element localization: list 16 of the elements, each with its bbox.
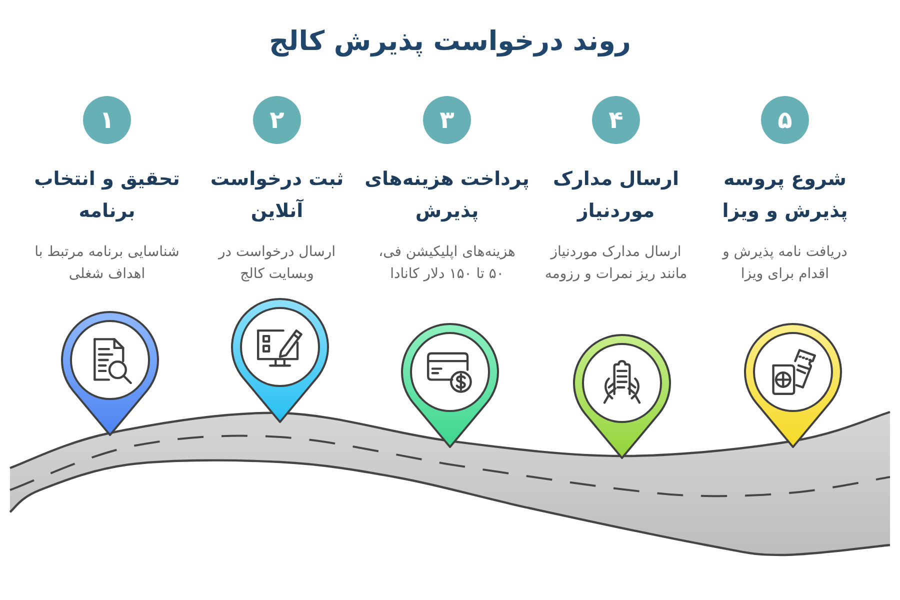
step-number: ۳: [423, 96, 471, 144]
step-number: ۲: [253, 96, 301, 144]
step-description: ارسال مدارک موردنیاز مانند ریز نمرات و رزومه: [544, 243, 688, 284]
step-number: ۱: [83, 96, 131, 144]
step-description: هزینه‌های اپلیکیشن فی، ۵۰ تا ۱۵۰ دلار کانادا: [378, 243, 516, 284]
title: روند درخواست پذیرش کالج: [268, 25, 632, 59]
step-heading: ارسال مدارک موردنیاز: [552, 167, 680, 224]
step-description: دریافت نامه پذیرش و اقدام برای ویزا: [721, 243, 848, 284]
step-heading: ثبت درخواست آنلاین: [209, 167, 345, 224]
step-heading: شروع پروسه پذیرش و ویزا: [721, 167, 849, 224]
step-heading: پرداخت هزینه‌های پذیرش: [364, 167, 530, 224]
step-description: شناسایی برنامه مرتبط با اهداف شغلی: [34, 243, 180, 284]
step-number: ۴: [592, 96, 640, 144]
step-number: ۵: [761, 96, 809, 144]
step-heading: تحقیق و انتخاب برنامه: [33, 167, 181, 224]
step-description: ارسال درخواست در وبسایت کالج: [216, 243, 336, 284]
